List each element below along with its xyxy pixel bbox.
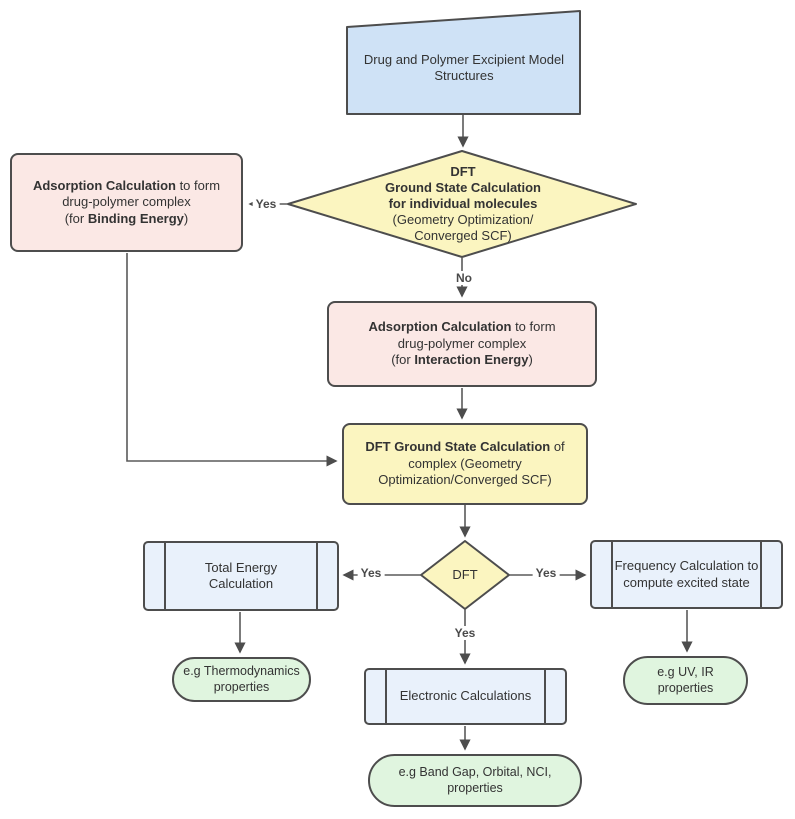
node-adsorption-interaction: Adsorption Calculation to form drug-poly… [327,301,597,387]
decision-line2: Ground State Calculation [384,180,541,195]
adsorption-interaction-pre3: (for [391,352,415,368]
adsorption-binding-rest1: to form [175,177,221,193]
adsorption-interaction-bold1: Adsorption Calculation [368,319,512,335]
edge-label-yes-electronic: Yes [451,626,479,640]
adsorption-binding-line2: drug-polymer complex [62,194,191,210]
adsorption-interaction-post3: ) [528,352,533,368]
edge-label-yes-binding: Yes [252,197,280,211]
dft-decision-text: DFT Ground State Calculation for individ… [385,164,541,244]
adsorption-interaction-text: Adsorption Calculation to form drug-poly… [368,319,555,369]
dft-complex-bold1: DFT Ground State Calculation [365,439,551,455]
dft-complex-line3: Optimization/Converged SCF) [378,472,552,488]
dft-decision2-text: DFT [452,567,478,582]
node-electronic: Electronic Calculations [364,668,567,725]
adsorption-binding-post3: ) [183,210,189,226]
adsorption-binding-pre3: (for [64,210,88,226]
edge-label-yes-frequency: Yes [532,566,560,580]
dft-complex-line2: complex (Geometry [408,455,522,471]
node-frequency: Frequency Calculation to compute excited… [590,540,783,609]
dft-complex-text: DFT Ground State Calculation of complex … [365,439,564,489]
frequency-text: Frequency Calculation to compute excited… [614,558,759,590]
electronic-text: Electronic Calculations [399,688,532,704]
dft-decision-label: DFT Ground State Calculation for individ… [342,164,584,244]
edge-label-no-interaction: No [453,271,475,285]
adsorption-interaction-rest1: to form [511,319,556,335]
edge-label-yes-total-energy: Yes [357,566,385,580]
adsorption-binding-text: Adsorption Calculation to form drug-poly… [33,178,220,228]
dft-decision2-label: DFT [435,566,495,584]
start-card-shape [346,10,581,115]
node-total-energy: Total Energy Calculation [143,541,339,611]
total-energy-text: Total Energy Calculation [204,559,278,592]
node-uvir-properties: e.g UV, IR properties [623,656,748,705]
node-thermo-properties: e.g Thermodynamics properties [172,657,311,702]
decision-line5: Converged SCF) [414,228,512,243]
node-adsorption-binding: Adsorption Calculation to form drug-poly… [10,153,243,252]
start-node-label: Drug and Polymer Excipient Model Structu… [352,22,576,114]
bandgap-properties-text: e.g Band Gap, Orbital, NCI, properties [398,765,552,795]
decision-line3: for individual molecules [388,196,538,211]
dft-complex-rest1: of [550,439,565,455]
adsorption-interaction-line2: drug-polymer complex [397,335,527,351]
start-node-text: Drug and Polymer Excipient Model Structu… [363,52,565,83]
decision-line1: DFT [450,164,476,179]
uvir-properties-text: e.g UV, IR properties [657,665,714,695]
adsorption-binding-bold1: Adsorption Calculation [32,177,176,193]
thermo-properties-text: e.g Thermodynamics properties [183,664,300,694]
adsorption-binding-bold3: Binding Energy [87,210,184,226]
edge-binding-to-dft-complex [126,253,338,467]
adsorption-interaction-bold3: Interaction Energy [414,352,529,368]
decision-line4: (Geometry Optimization/ [392,212,534,227]
node-bandgap-properties: e.g Band Gap, Orbital, NCI, properties [368,754,582,807]
node-dft-complex: DFT Ground State Calculation of complex … [342,423,588,505]
